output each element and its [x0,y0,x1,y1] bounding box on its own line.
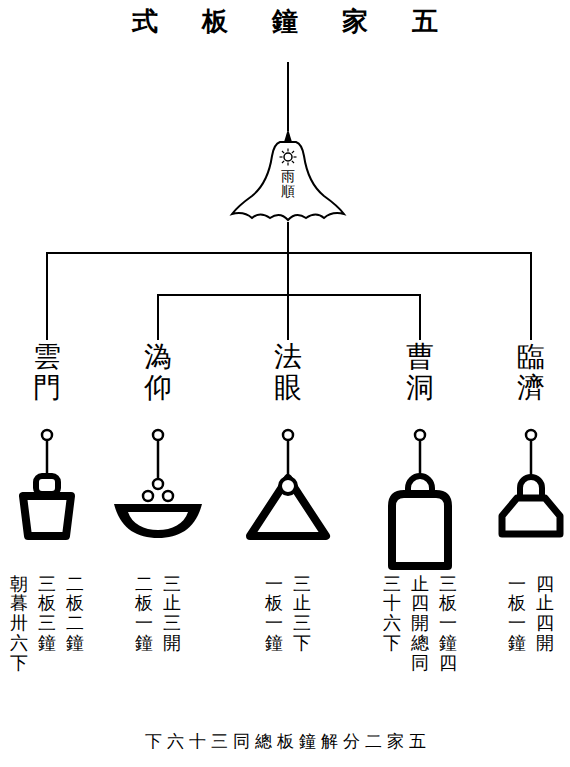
board-symbol [495,404,567,570]
rule-text: 四止四開 [536,574,554,653]
sun-ray [292,151,294,153]
rule-text: 朝暮卅六下 [10,574,28,673]
hanging-ring [283,430,293,440]
tree-connector [288,222,531,340]
hanging-cord [157,440,160,480]
sun-symbol [284,153,292,161]
title-stem-line [287,62,289,131]
rule-text: 三十六下 [383,574,401,673]
hanging-ring [415,430,425,440]
hanging-ring [42,430,52,440]
sun-ray [282,151,284,153]
school-node: 溈仰三止三開二板一鐘 [110,342,206,653]
school-name: 雲門 [33,342,61,404]
diagram-caption: 下六十三同總板鐘解分二家五 [0,730,570,753]
hanging-ring [153,479,163,489]
rule-text: 一板一鐘 [265,574,283,653]
hanging-cord [287,440,290,476]
bell-board-shape [114,504,202,538]
hanging-ring [280,478,296,494]
school-name: 曹洞 [406,342,434,404]
school-node: 臨濟四止四開一板一鐘 [495,342,567,653]
bell-board-shape [392,494,448,566]
bell-board-hollow [128,512,188,530]
bell-board-shape [23,496,71,536]
school-node: 曹洞三板一鐘四止四開總同三十六下 [378,342,462,673]
bell-spire [284,129,292,142]
school-name: 法眼 [274,342,302,404]
school-name: 臨濟 [517,342,545,404]
bell-board-shape [250,478,326,536]
hanging-ring [163,491,173,501]
rule-text: 二板二鐘 [66,574,84,673]
sun-ray [294,156,297,157]
rule-text: 三板一鐘四 [439,574,457,673]
hanging-ring [143,491,153,501]
hanging-ring [153,430,163,440]
rule-text: 三止三下 [293,574,311,653]
diagram-title: 式板鐘家五 [0,4,570,39]
rule-columns: 二板二鐘三板三鐘朝暮卅六下 [10,574,84,673]
hanging-cord [530,440,533,475]
bell-node: 雨順 [230,128,346,222]
hanging-cord [46,440,49,474]
board-handle [36,476,58,494]
bell-text-holder: 雨順 [230,169,346,200]
bell-outline [232,142,344,220]
hanging-cord [419,440,422,475]
rule-columns: 三止三開二板一鐘 [135,574,181,653]
tree-connector [158,222,288,340]
sun-ray [292,161,294,163]
school-name: 溈仰 [144,342,172,404]
sun-ray [282,161,284,163]
rule-text: 三板三鐘 [38,574,56,673]
rule-columns: 四止四開一板一鐘 [508,574,554,653]
rule-text: 一板一鐘 [508,574,526,653]
bell-inscription: 雨順 [281,169,295,200]
board-symbol [243,404,333,570]
sun-ray [287,163,288,166]
hanging-ring [526,430,536,440]
board-symbol [5,404,89,570]
rule-text: 止四開總同 [411,574,429,673]
bell-board-shape [502,498,560,534]
school-node: 雲門二板二鐘三板三鐘朝暮卅六下 [5,342,89,673]
tree-connector [47,222,288,340]
tree-connector [288,222,420,340]
rule-columns: 三止三下一板一鐘 [265,574,311,653]
rule-text: 二板一鐘 [135,574,153,653]
rule-columns: 三板一鐘四止四開總同三十六下 [383,574,457,673]
board-symbol [378,404,462,570]
sun-ray [280,156,283,157]
sun-ray [287,149,288,152]
rule-text: 三止三開 [163,574,181,653]
board-symbol [110,404,206,570]
school-node: 法眼三止三下一板一鐘 [243,342,333,653]
